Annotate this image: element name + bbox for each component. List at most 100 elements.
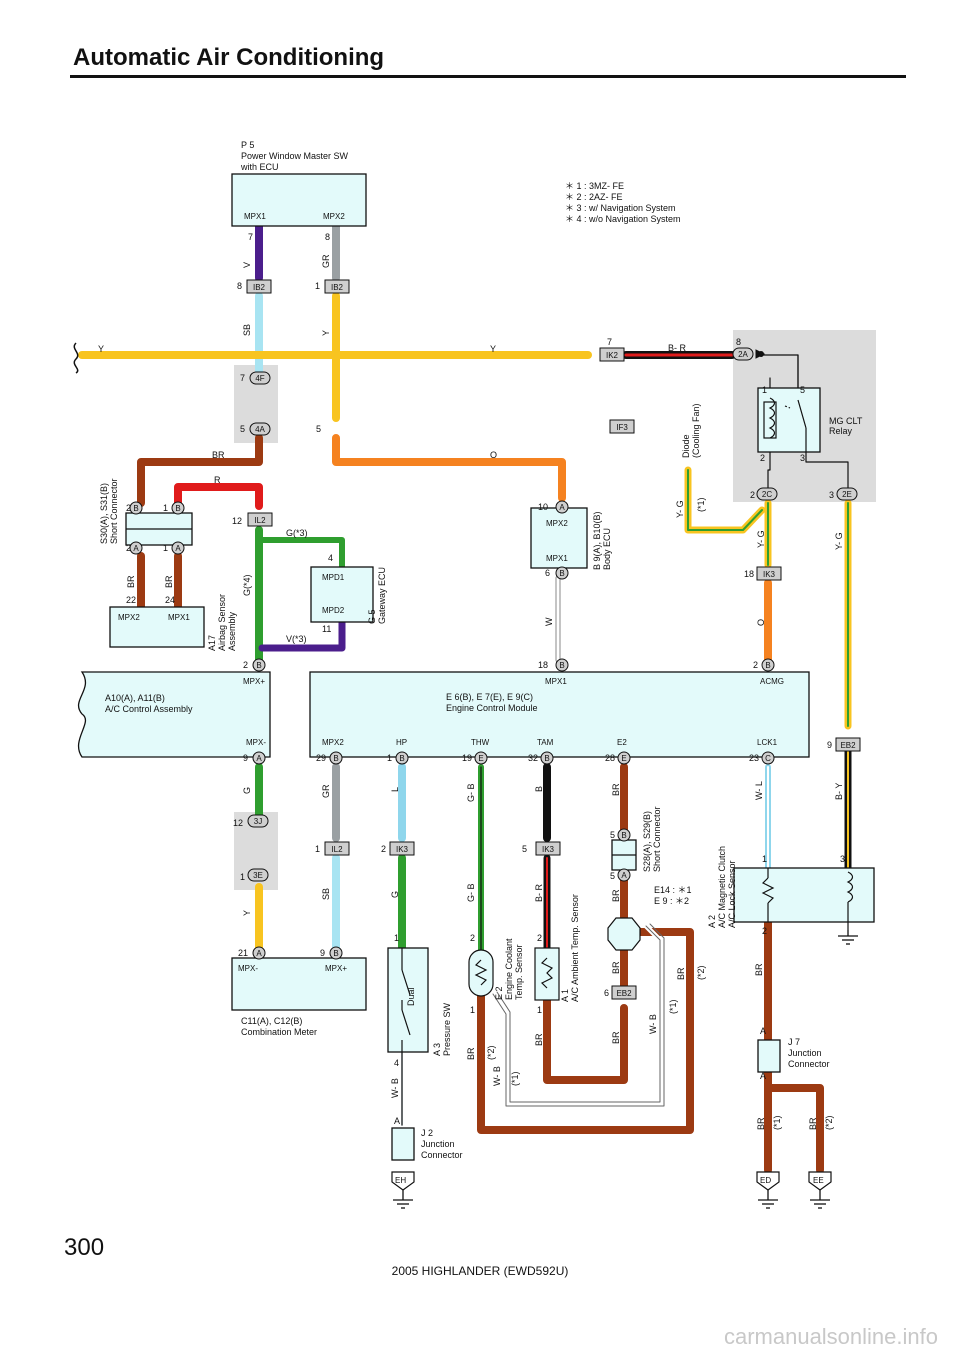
g5-pin-mpd1: MPD1 <box>322 573 345 582</box>
wire-br-e2-loop <box>477 928 694 1134</box>
g5-label-0: G 5 <box>367 609 377 624</box>
title-rule <box>70 75 906 78</box>
wire-color-label-28: (*1) <box>668 999 678 1014</box>
p5-label-1: Power Window Master SW <box>241 151 349 161</box>
wire-color-label-14: Y <box>242 910 252 916</box>
e6-pin-acmg: ACMG <box>760 677 784 686</box>
svg-text:IF3: IF3 <box>616 423 628 432</box>
s30-label-0: S30(A), S31(B) <box>99 483 109 544</box>
b9-pin-mpx1: MPX1 <box>546 554 568 563</box>
footer-model: 2005 HIGHLANDER (EWD592U) <box>391 1264 569 1278</box>
svg-text:IK3: IK3 <box>542 845 555 854</box>
wire-color-label-12: O <box>756 619 766 626</box>
svg-text:B: B <box>256 661 261 670</box>
wire-color-label-43: (*2) <box>824 1115 834 1130</box>
wire-g-gateway <box>259 537 345 571</box>
pin-label-25: 24 <box>165 595 175 605</box>
pin-label-40: 29 <box>316 753 326 763</box>
clutch-symbol <box>761 868 854 930</box>
ground-pentagons <box>391 1171 832 1191</box>
svg-text:2E: 2E <box>842 490 852 499</box>
a2-label-0: A 2 <box>707 915 717 928</box>
a17-pin-mpx1: MPX1 <box>168 613 190 622</box>
labels: P 5 Power Window Master SW with ECU MPX1… <box>99 140 863 1160</box>
svg-text:B: B <box>544 754 549 763</box>
pin-label-1: 8 <box>325 232 330 242</box>
connector-tag-eb2-10: EB2 <box>611 985 637 1000</box>
svg-text:A: A <box>133 544 139 553</box>
svg-text:2A: 2A <box>738 350 748 359</box>
svg-text:IB2: IB2 <box>331 283 344 292</box>
pin-label-10: 5 <box>240 424 245 434</box>
diode-label-0: Diode <box>681 434 691 458</box>
pin-label-33: 3 <box>829 490 834 500</box>
pin-label-43: 32 <box>528 753 538 763</box>
wire-color-label-22: B- R <box>534 883 544 902</box>
b9-label-1: Body ECU <box>602 528 612 570</box>
pin-circle-18: B <box>617 828 631 842</box>
svg-text:B: B <box>399 754 404 763</box>
svg-text:E: E <box>478 754 483 763</box>
e6-pin-mpx2: MPX2 <box>322 738 344 747</box>
wire-color-label-36: W- B <box>492 1066 502 1086</box>
wire-color-label-24: BR <box>611 889 621 902</box>
a17-box <box>109 606 205 648</box>
wire-color-label-37: (*1) <box>510 1071 520 1086</box>
e2-label-0: E 2 <box>494 986 504 1000</box>
pin-label-48: 1 <box>315 844 320 854</box>
page-title: Automatic Air Conditioning <box>73 44 385 71</box>
wire-color-label-35: (*2) <box>486 1045 496 1060</box>
wire-color-label-33: BR <box>754 963 764 976</box>
svg-text:B: B <box>559 569 564 578</box>
pin-label-30: 2 <box>760 453 765 463</box>
wire-color-label-4: BR <box>126 575 136 588</box>
pin-circle-6: B <box>252 658 266 672</box>
pin-label-8: 8 <box>736 337 741 347</box>
b9-label-0: B 9(A), B10(B) <box>592 511 602 570</box>
pin-label-51: 5 <box>610 830 615 840</box>
svg-text:C: C <box>765 754 771 763</box>
svg-text:B: B <box>765 661 770 670</box>
pin-circle-16: A <box>252 946 266 960</box>
e6-pin-e2: E2 <box>617 738 627 747</box>
wire-color-label-23: BR <box>611 783 621 796</box>
e2-label-1: Engine Coolant <box>504 938 514 1000</box>
e6-label-0: E 6(B), E 7(E), E 9(C) <box>446 692 533 702</box>
p5-pin-mpx1: MPX1 <box>244 212 266 221</box>
a2-box <box>733 867 875 923</box>
ground-eh: EH <box>395 1176 406 1185</box>
pin-label-67: A <box>394 1116 400 1126</box>
pill-tag-3e: 3E <box>247 868 269 882</box>
c11-label-1: Combination Meter <box>241 1027 317 1037</box>
svg-text:A: A <box>175 544 181 553</box>
pin-label-28: 1 <box>762 385 767 395</box>
svg-text:4F: 4F <box>255 374 264 383</box>
pin-label-56: 2 <box>470 933 475 943</box>
e2-label-2: Temp. Sensor <box>514 944 524 1000</box>
wire-color-label-27: W- B <box>648 1014 658 1034</box>
a17-pin-mpx2: MPX2 <box>118 613 140 622</box>
a3-dual: Dual <box>406 987 416 1006</box>
wire-color-label-30: (*2) <box>696 965 706 980</box>
pin-label-65: A <box>760 1026 766 1036</box>
connector-tag-ib2-1: IB2 <box>324 279 350 294</box>
svg-text:B: B <box>333 949 338 958</box>
note-3: ＊ 3 : w/ Navigation System <box>565 203 676 213</box>
pin-label-26: 10 <box>538 502 548 512</box>
svg-text:B: B <box>133 504 138 513</box>
pin-label-64: 2 <box>762 926 767 936</box>
pin-label-0: 7 <box>248 232 253 242</box>
c11-label-0: C11(A), C12(B) <box>241 1016 302 1026</box>
a2-label-2: A/C Lock Sensor <box>727 860 737 928</box>
e6-pin-hp: HP <box>396 738 407 747</box>
e14-label-0: E14 : ＊1 <box>654 885 692 895</box>
j7-label-2: Connector <box>788 1059 830 1069</box>
svg-text:3J: 3J <box>254 817 262 826</box>
pin-label-11: 5 <box>316 424 321 434</box>
connector-tag-il2-7: IL2 <box>324 841 350 856</box>
pin-label-16: 1 <box>163 503 168 513</box>
note-2: ＊ 2 : 2AZ- FE <box>565 192 623 202</box>
pin-label-47: 1 <box>240 872 245 882</box>
svg-text:4A: 4A <box>255 425 265 434</box>
